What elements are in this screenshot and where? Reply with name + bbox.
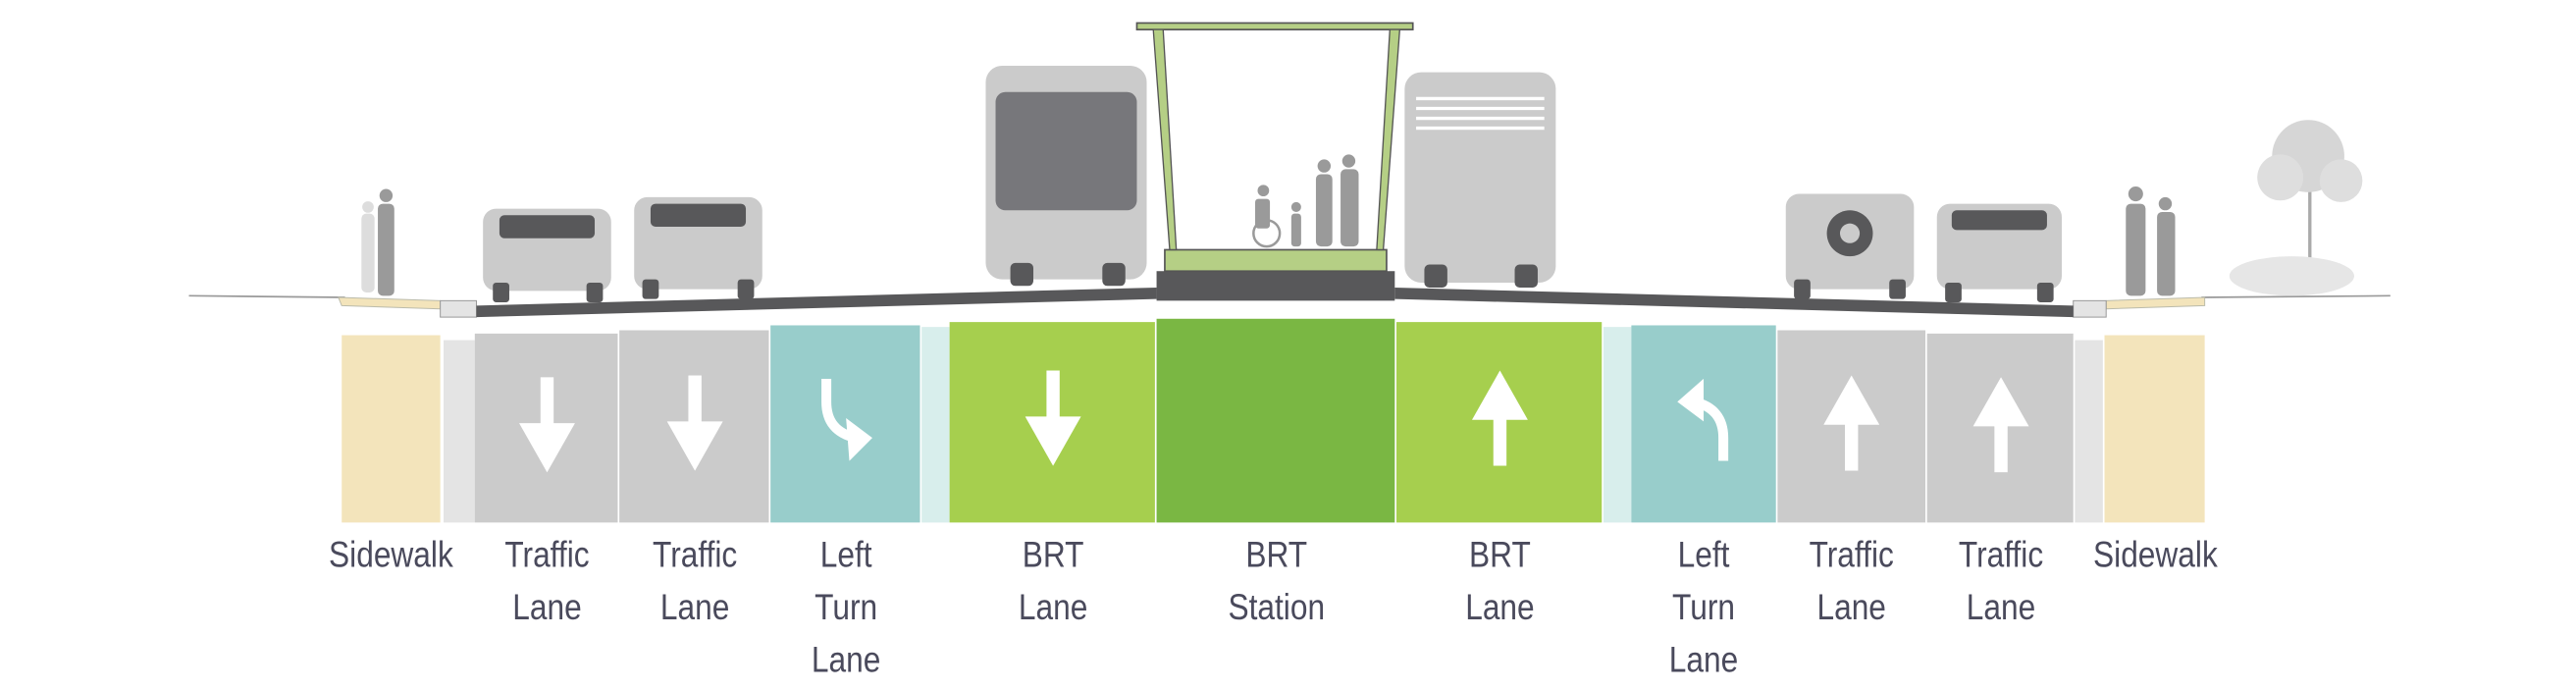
road-left [476,287,1157,318]
car-left-1 [483,208,611,303]
lane-block [921,327,950,523]
canopy-post-right [1376,28,1401,251]
lane-sidewalk [342,0,441,523]
lane-traffic [474,0,618,523]
lane-buffer [444,0,475,523]
lane-left-turn [770,0,920,523]
lane-label: BRT Station [1227,534,1325,628]
lane-label: Traffic Lane [1958,534,2043,628]
lane-traffic [1926,0,2074,523]
car-right-2 [1936,203,2062,303]
lane-traffic [1777,0,1926,523]
arrow-up-icon [1823,374,1880,478]
bus-rear [1404,72,1556,288]
ground-line-left [188,294,345,298]
lane-label: Traffic Lane [1809,534,1894,628]
station-canopy [1135,22,1414,30]
lane-label: Left Turn Lane [1668,534,1739,681]
arrow-down-icon [518,376,575,479]
lane-brt-lane [949,0,1155,523]
curb-right [2073,299,2107,318]
lane-median-buffer [921,0,950,523]
lane-label: Traffic Lane [503,534,589,628]
car-left-2 [634,196,762,299]
lane-median-buffer [1603,0,1632,523]
lane-block [444,340,475,523]
lane-block [1777,330,1926,523]
street-illustration [188,22,2391,318]
turn-arrow-up-left-icon [1674,378,1733,469]
station-base [1156,271,1395,301]
lane-block [949,322,1155,523]
lane-label: Sidewalk [329,534,453,575]
lane-block [2075,340,2103,523]
lane-sidewalk [2104,0,2205,523]
lane-block [1926,333,2074,523]
lane-block [2104,335,2205,523]
lane-label: BRT Lane [1464,534,1534,628]
lane-block [1631,325,1776,523]
lane-label: Sidewalk [2092,534,2217,575]
lane-block [474,333,618,523]
lane-brt-lane [1395,0,1603,523]
lane-block [770,325,920,523]
lane-label: Traffic Lane [652,534,737,628]
lane-block [1395,322,1603,523]
ground-line-right [2201,294,2391,298]
bus-front [985,65,1147,287]
road-right [1394,287,2074,318]
lane-block [342,335,441,523]
arrow-down-icon [1024,370,1080,474]
arrow-down-icon [665,374,722,478]
lane-block [619,330,769,523]
arrow-up-icon [1471,370,1528,474]
canopy-post-left [1152,28,1178,251]
station-platform [1164,248,1388,273]
turn-arrow-down-right-icon [815,378,874,469]
pedestrian-left [361,188,394,296]
arrow-up-icon [1971,376,2028,479]
lane-left-turn [1631,0,1776,523]
lane-block [1603,327,1632,523]
lane-buffer [2075,0,2103,523]
people-waiting [1252,154,1359,248]
lane-label: Left Turn Lane [811,534,880,681]
lane-traffic [619,0,769,523]
lane-brt-station [1156,0,1395,523]
tree-icon [2229,120,2363,296]
lane-block [1156,318,1395,523]
lane-label: BRT Lane [1018,534,1087,628]
car-right-1 [1785,193,1915,299]
pedestrians-right [2126,186,2176,296]
